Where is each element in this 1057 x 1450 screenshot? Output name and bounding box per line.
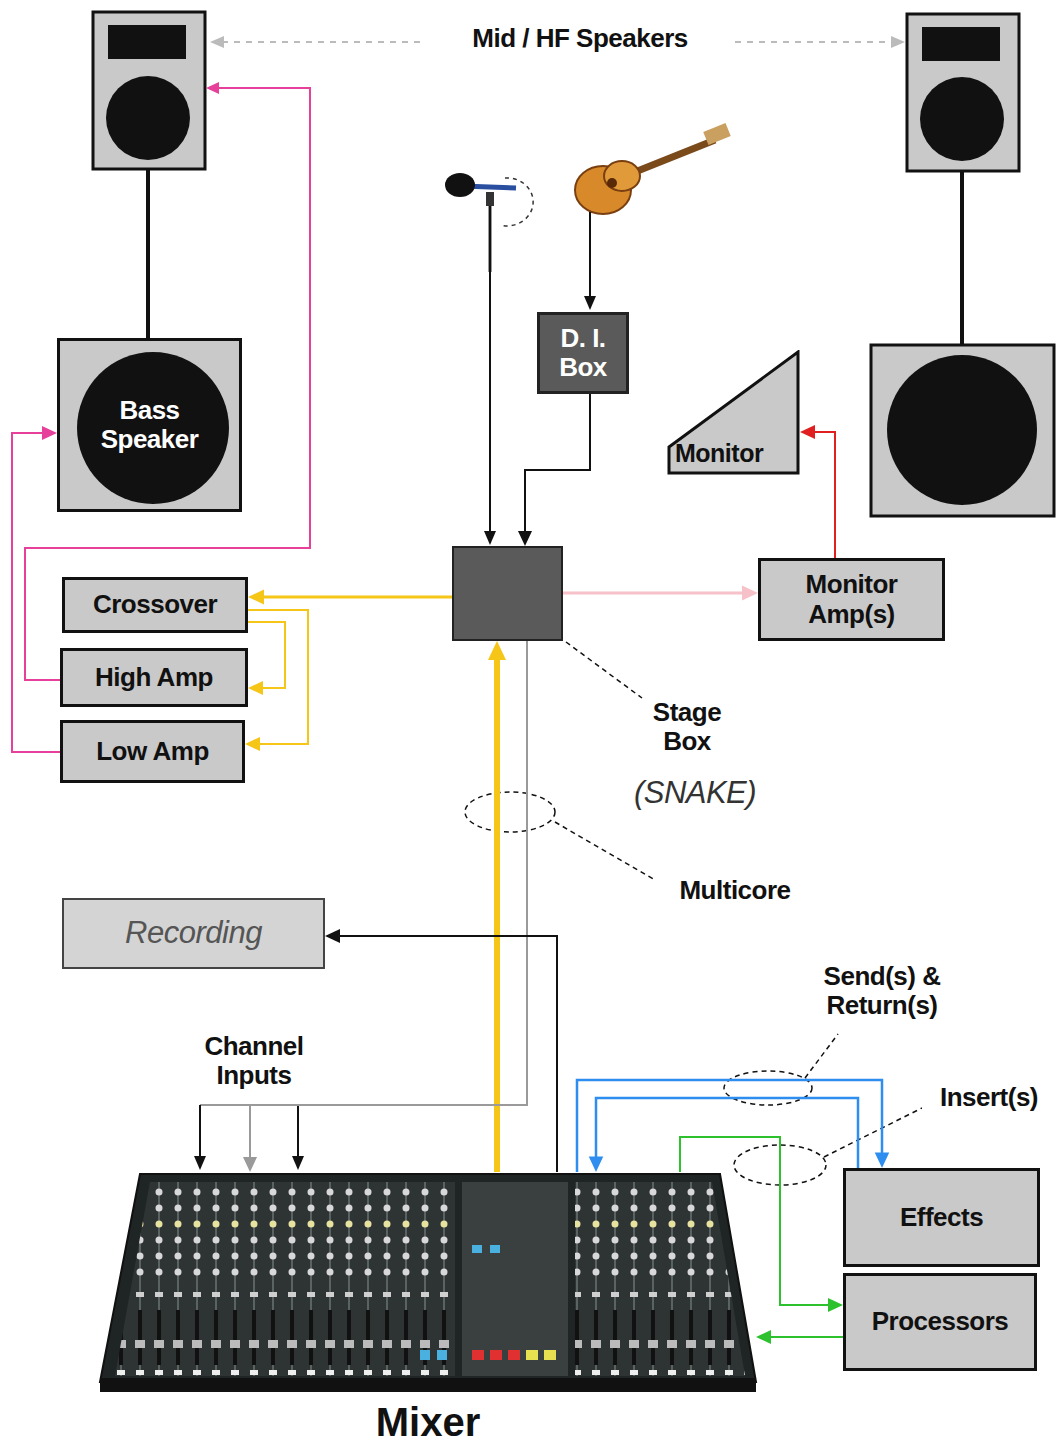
signal-connector	[12, 426, 60, 752]
signal-connector	[248, 622, 285, 695]
signal-connector	[563, 586, 758, 601]
signal-connector	[248, 590, 452, 605]
signal-connector	[488, 641, 506, 1172]
signal-connector	[325, 929, 557, 1172]
node-text: Effects	[900, 1203, 983, 1232]
signal-connector	[518, 394, 590, 546]
amp-box: Monitor Amp(s)	[758, 558, 945, 641]
monitor-wedge: Monitor	[667, 350, 800, 475]
signal-connector	[589, 1098, 858, 1172]
effects-box: Effects	[843, 1168, 1040, 1267]
node-text: Bass Speaker	[85, 396, 215, 454]
signal-connector	[680, 1137, 843, 1312]
amp-box: Low Amp	[60, 720, 245, 783]
amp-box: High Amp	[60, 648, 248, 707]
node-text: (SNAKE)	[620, 776, 770, 811]
mixer-console: Mixer	[100, 1172, 756, 1392]
node-text: Mixer	[100, 1400, 756, 1445]
cable-label: Multicore	[653, 876, 817, 905]
node-text: Stage Box	[632, 698, 742, 756]
signal-connector	[577, 1080, 889, 1172]
node-text: High Amp	[95, 663, 213, 692]
insert-label: Insert(s)	[922, 1083, 1056, 1112]
speaker-label: Mid / HF Speakers	[428, 24, 732, 53]
signal-connector	[800, 425, 835, 558]
node-text: D. I. Box	[548, 324, 618, 382]
node-text: Recording	[125, 916, 262, 951]
bass-speaker: Bass Speaker	[57, 338, 242, 512]
processors-box: Processors	[843, 1273, 1037, 1371]
node-text: Low Amp	[96, 737, 209, 766]
signal-connector	[756, 1330, 843, 1344]
node-text: Monitor	[675, 439, 763, 467]
input-label: Channel Inputs	[182, 1032, 326, 1090]
node-text: Monitor Amp(s)	[769, 570, 934, 628]
node-text: Crossover	[93, 590, 217, 619]
node-text: Processors	[872, 1307, 1009, 1336]
crossover-box: Crossover	[62, 577, 248, 633]
send-return-label: Send(s) & Return(s)	[785, 962, 979, 1020]
di-box: D. I. Box	[537, 312, 629, 394]
recording-box: Recording	[62, 898, 325, 969]
signal-connector	[245, 610, 308, 751]
stage-box: Stage Box(SNAKE)	[452, 546, 563, 641]
